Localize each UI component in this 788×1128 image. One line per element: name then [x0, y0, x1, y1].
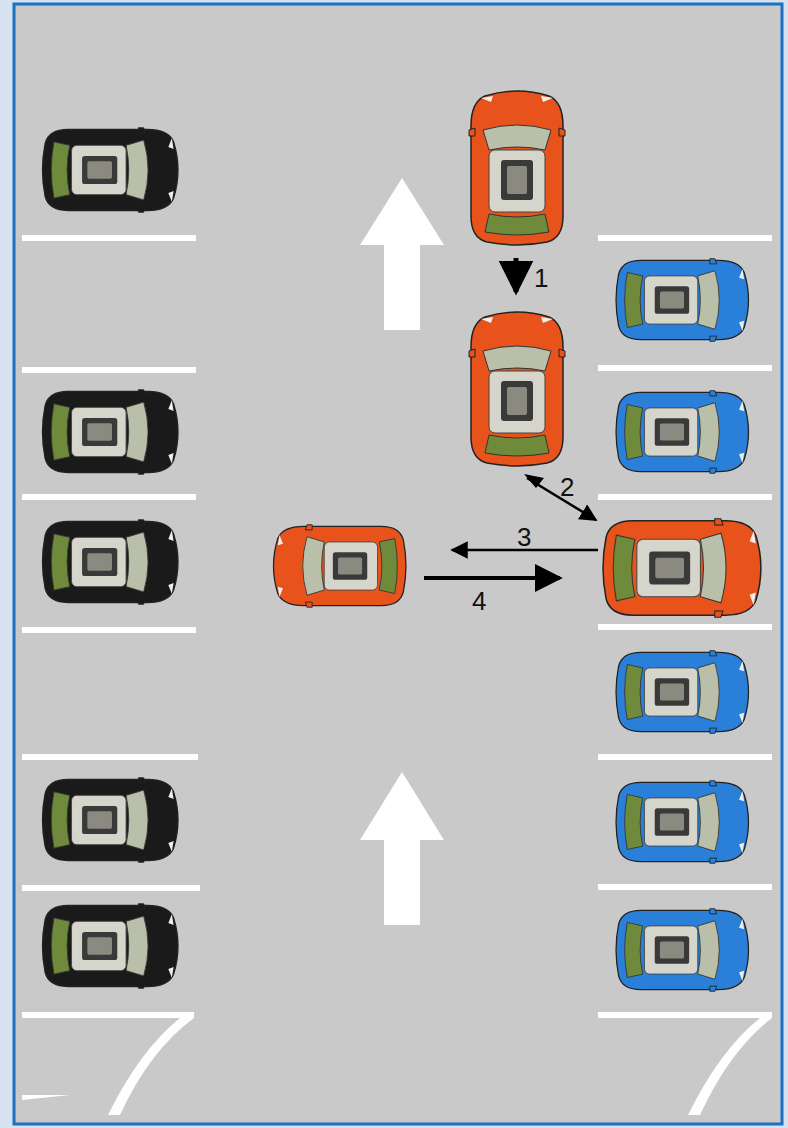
callout-number: 4 [472, 588, 486, 614]
callout-number: 2 [560, 474, 574, 500]
callout-number: 1 [534, 265, 548, 291]
callout-number: 3 [517, 524, 531, 550]
